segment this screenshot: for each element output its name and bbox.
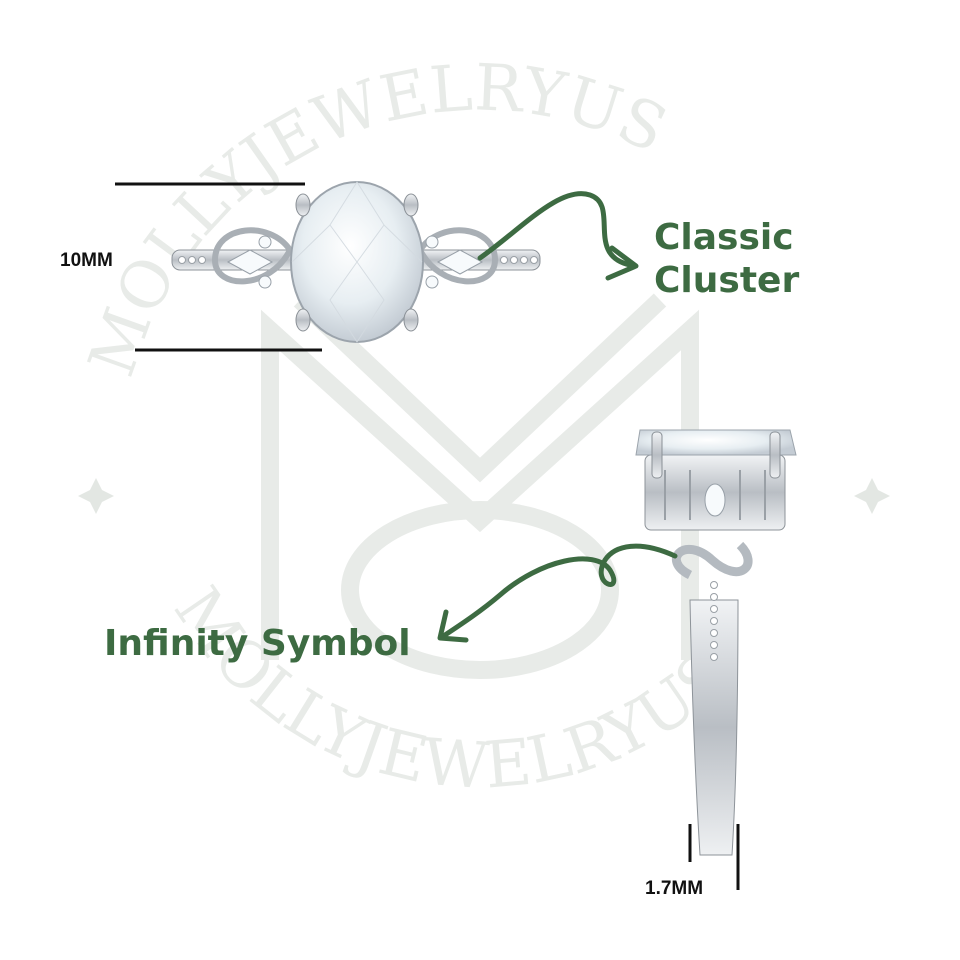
band-width-label: 1.7MM [645, 878, 704, 899]
star-icon [78, 478, 890, 514]
classic-cluster-line-2: Cluster [654, 260, 800, 302]
width-dimension-label: 10MM [60, 250, 113, 271]
curly-arrow-left-icon [442, 543, 678, 638]
infinity-symbol-label: Infinity Symbol [104, 623, 411, 664]
curly-arrow-right-icon [477, 191, 633, 268]
classic-cluster-line-1: Classic [654, 217, 794, 258]
classic-cluster-label: Classic Cluster [654, 216, 799, 302]
